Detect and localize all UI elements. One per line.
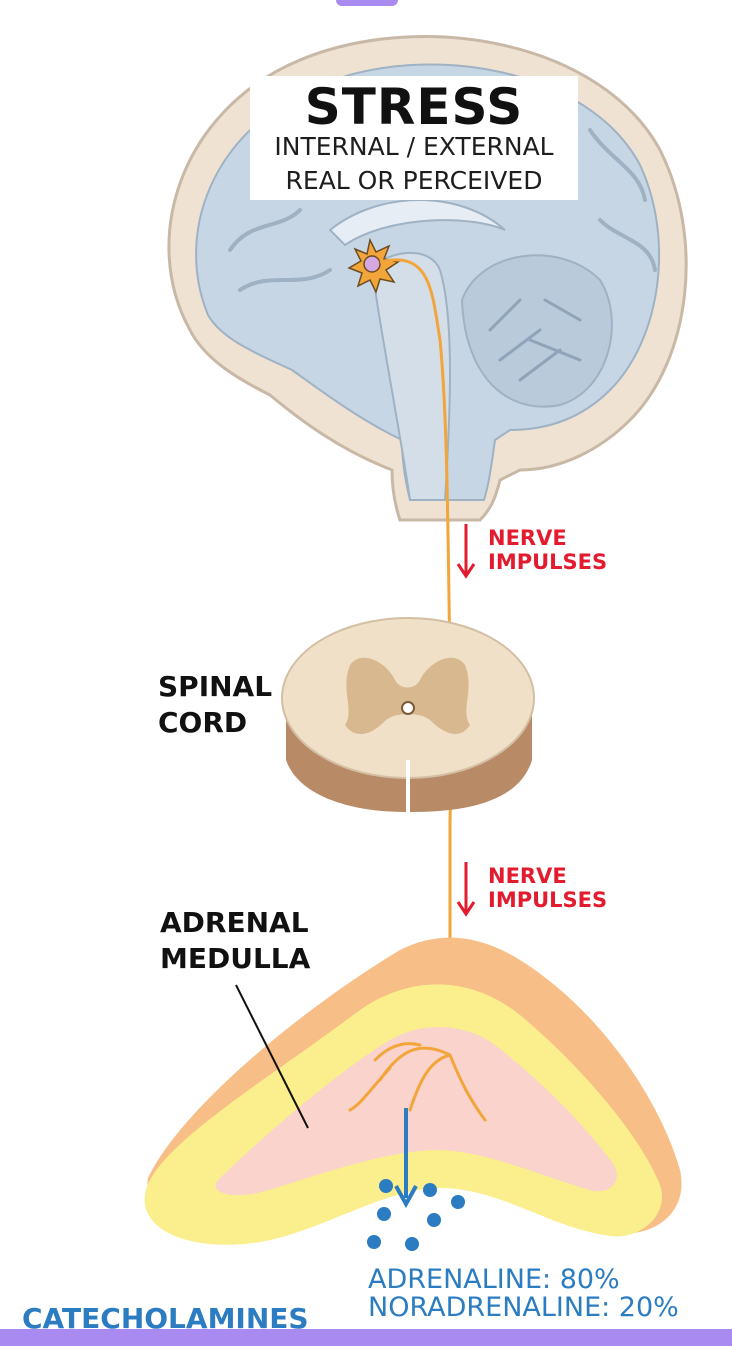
stress-source-line: INTERNAL / EXTERNAL <box>274 132 554 161</box>
brainstem <box>370 251 451 501</box>
spinal-cord-label-line2: CORD <box>158 706 248 739</box>
adrenal-medulla-tissue <box>215 1027 617 1196</box>
spinal-cord-illustration <box>281 617 535 812</box>
adrenal-medulla-pointer <box>235 984 309 1129</box>
nerve-branches <box>348 1042 487 1122</box>
hormone-release-arrowhead <box>394 1185 418 1209</box>
adrenal-medulla-label-line2: MEDULLA <box>160 942 311 975</box>
nerve-impulses-label-2-line1: NERVE <box>488 864 567 888</box>
catecholamine-dot <box>451 1195 465 1209</box>
cerebellum-branches <box>488 298 582 382</box>
neuron-nucleus <box>363 255 381 273</box>
catecholamine-dot <box>367 1235 381 1249</box>
catecholamine-dot <box>427 1213 441 1227</box>
gray-matter <box>345 657 470 735</box>
central-canal <box>401 701 415 715</box>
stress-label-box <box>250 76 578 200</box>
catecholamine-dot <box>423 1183 437 1197</box>
noradrenaline-share: NORADRENALINE: 20% <box>368 1292 679 1323</box>
catecholamine-dot <box>379 1179 393 1193</box>
catecholamine-dot <box>405 1237 419 1251</box>
adrenal-gland-illustration <box>144 937 682 1251</box>
stress-title: STRESS <box>304 78 524 136</box>
nerve-impulses-label-1-line1: NERVE <box>488 526 567 550</box>
spinal-cord-label-line1: SPINAL <box>158 670 273 703</box>
arrow-down-icon <box>456 524 476 579</box>
stress-type-line: REAL OR PERCEIVED <box>285 166 543 195</box>
nerve-impulses-label-2-line2: IMPULSES <box>488 888 608 912</box>
adrenaline-share: ADRENALINE: 80% <box>368 1264 620 1295</box>
arrow-down-icon <box>456 862 476 917</box>
corpus-callosum <box>328 199 506 247</box>
top-tab <box>336 0 398 6</box>
bottom-band <box>0 1329 732 1346</box>
nerve-impulses-label-1-line2: IMPULSES <box>488 550 608 574</box>
adrenal-medulla-label-line1: ADRENAL <box>160 906 309 939</box>
catecholamine-dot <box>377 1207 391 1221</box>
